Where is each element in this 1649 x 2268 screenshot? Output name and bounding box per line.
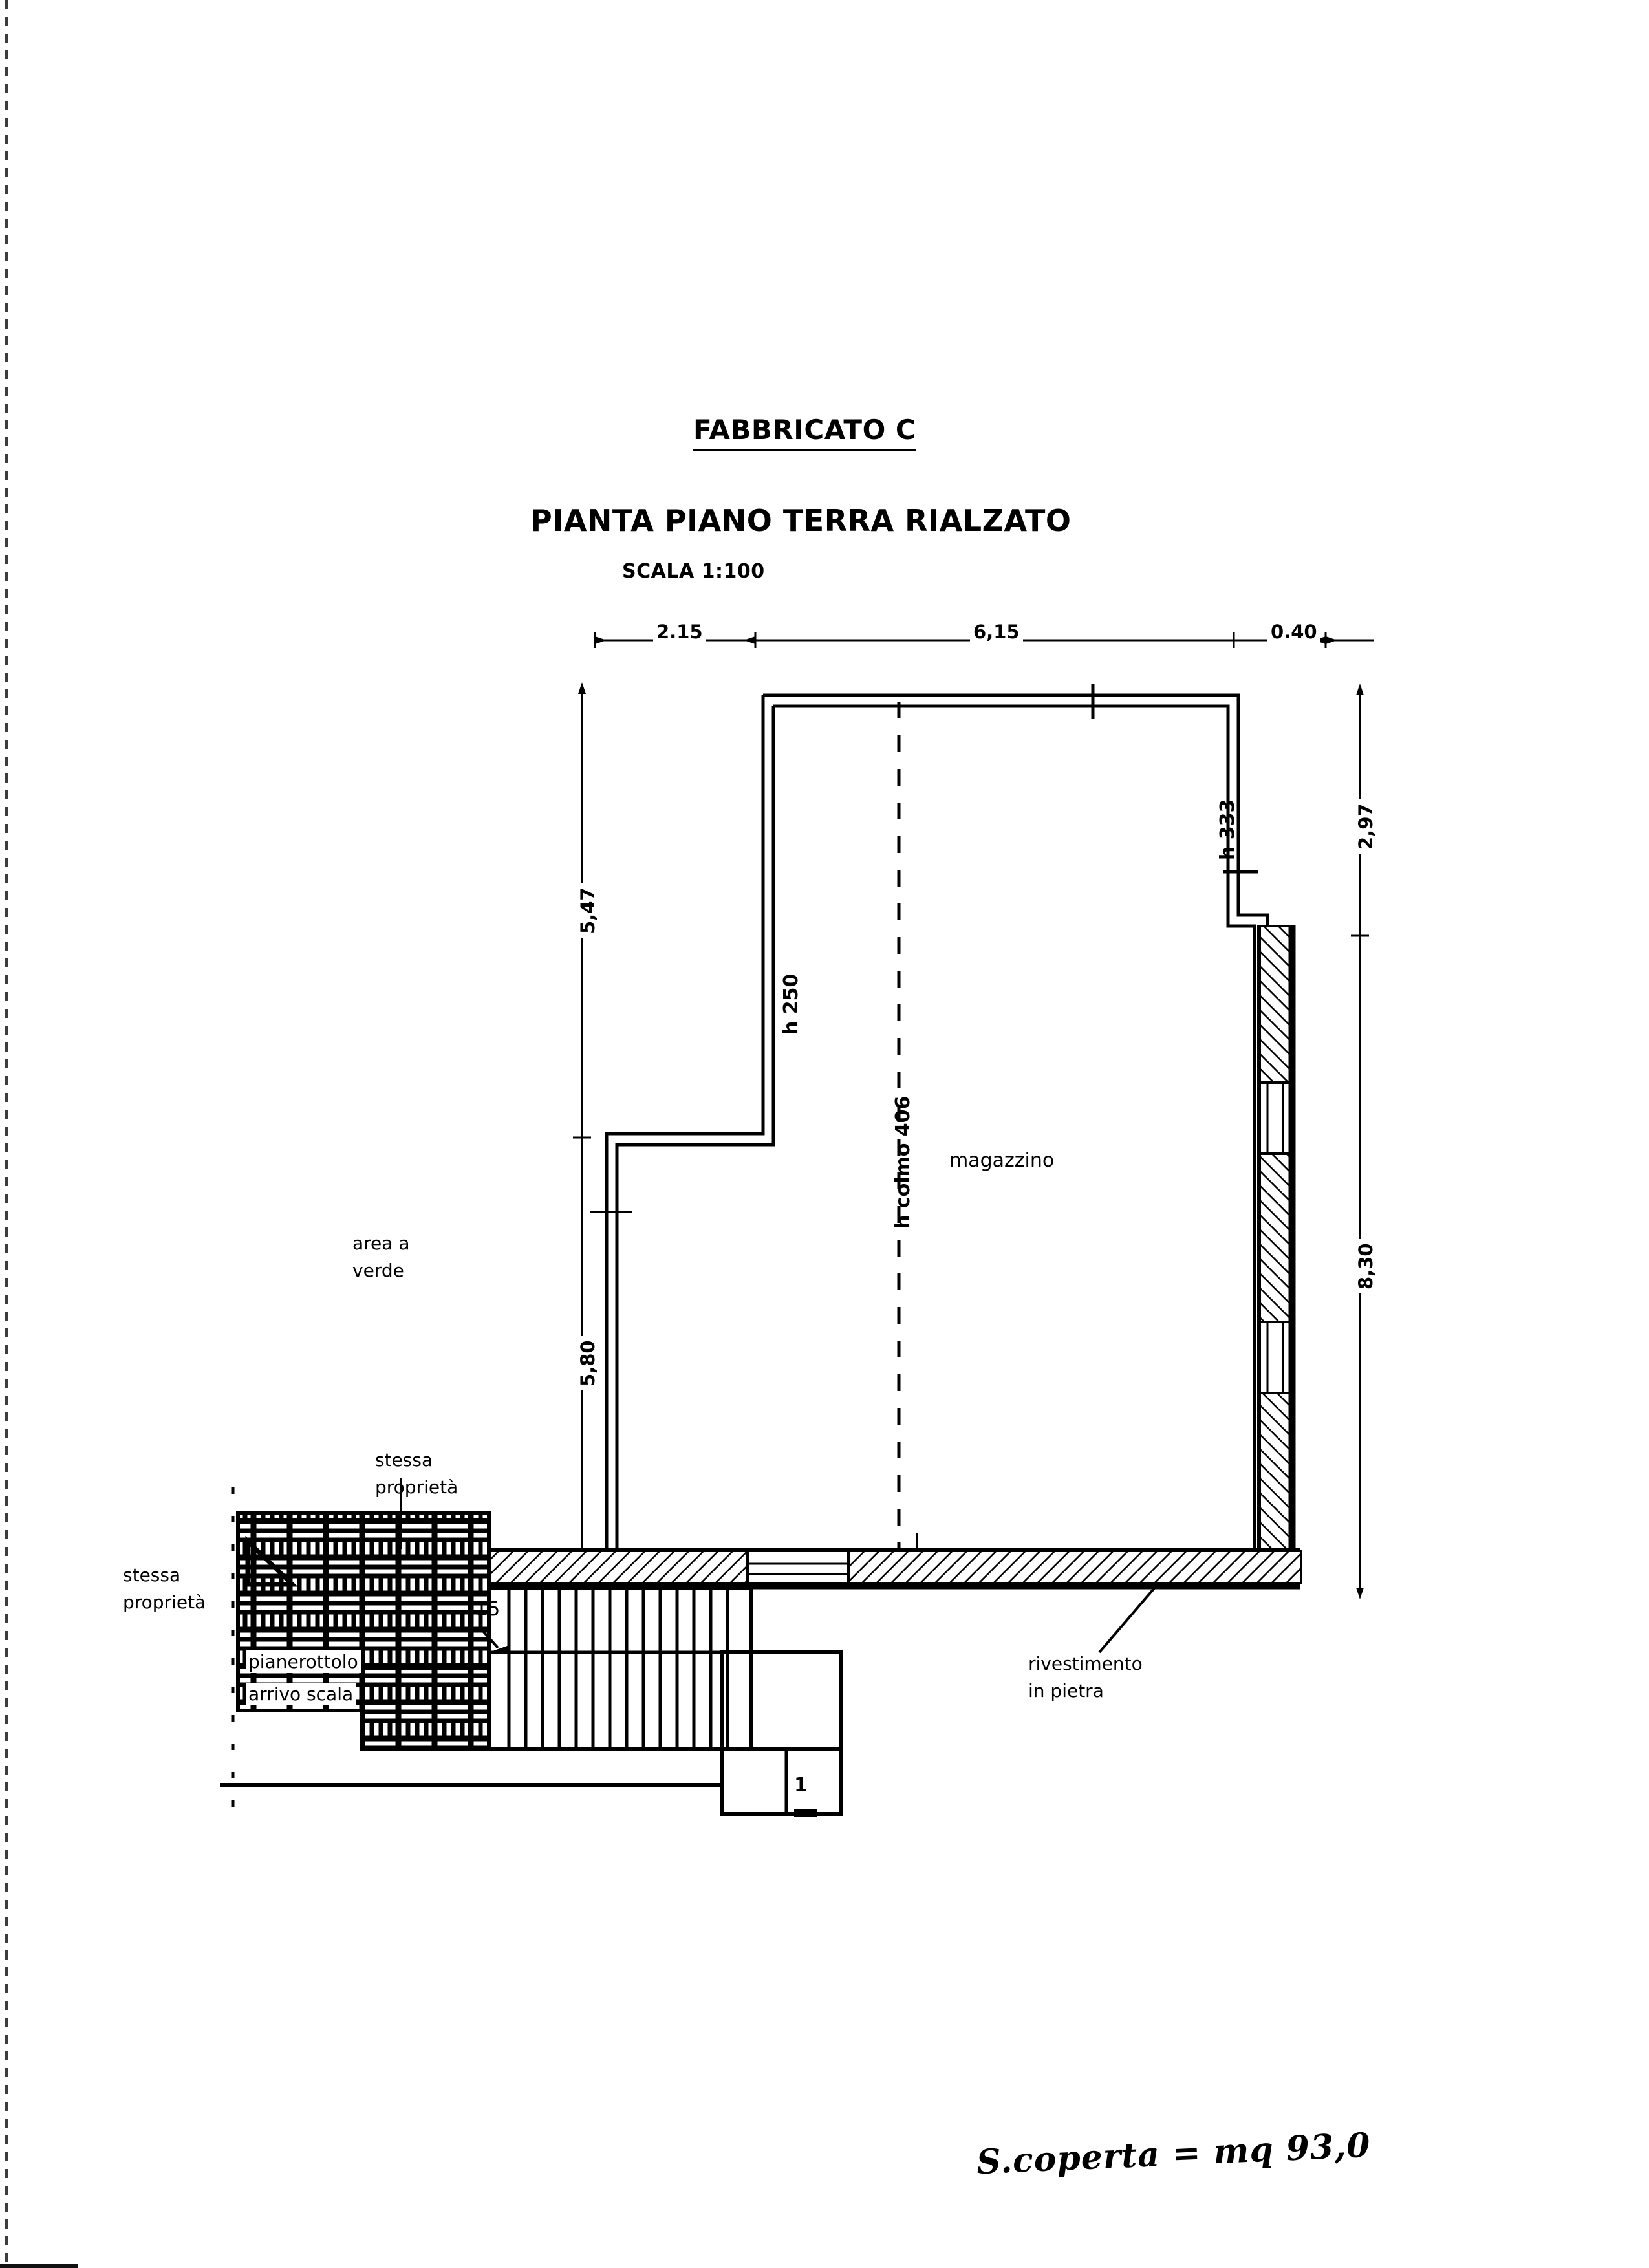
- dimension-top-3: 0.40: [1267, 621, 1320, 643]
- area-green-label-line1: area a: [352, 1233, 410, 1254]
- building-title: FABBRICATO C: [693, 414, 916, 451]
- dimension-left-1: 5,47: [577, 883, 599, 938]
- height-label-right-wall: h 333: [1216, 799, 1239, 860]
- same-property-left-line1: stessa: [123, 1564, 181, 1586]
- room-label-magazzino: magazzino: [949, 1149, 1055, 1172]
- scale-label: SCALA 1:100: [622, 560, 765, 583]
- ridge-height-label: h colmo 406: [892, 1096, 914, 1229]
- dimension-line-left: [573, 682, 632, 1560]
- paved-landing: [236, 1511, 491, 1751]
- scan-artifact-bottom-edge: [0, 2264, 78, 2268]
- stair-step-number-top: 15: [475, 1598, 501, 1621]
- landing-label-line2: arrivo scala: [246, 1683, 356, 1705]
- plan-title: PIANTA PIANO TERRA RIALZATO: [530, 503, 1072, 538]
- area-green-label-line2: verde: [352, 1260, 404, 1281]
- scan-artifact-left-edge: [5, 0, 8, 2268]
- height-label-left-wall: h 250: [780, 973, 803, 1035]
- leader-lines: [400, 1478, 1159, 1654]
- right-stone-wall: [1257, 925, 1296, 1588]
- same-property-top-line1: stessa: [375, 1449, 433, 1471]
- bottom-wall: [485, 1533, 1302, 1590]
- landing-label-line1: pianerottolo: [246, 1650, 361, 1673]
- dimension-top-2: 6,15: [970, 621, 1023, 643]
- stone-cladding-label-line2: in pietra: [1028, 1680, 1104, 1701]
- dimension-top-1: 2.15: [653, 621, 706, 643]
- left-wall-outline: [605, 695, 775, 1568]
- stair-step-number-bottom: 1: [794, 1774, 808, 1797]
- same-property-top-line2: proprietà: [375, 1476, 458, 1498]
- same-property-left-line2: proprietà: [123, 1592, 206, 1613]
- building-outline: [763, 693, 1269, 1570]
- dimension-right-1: 2,97: [1355, 799, 1377, 854]
- handwritten-area-note: S.coperta = mq 93,0: [975, 2125, 1372, 2183]
- stone-cladding-label-line1: rivestimento: [1028, 1653, 1143, 1674]
- dimension-right-2: 8,30: [1355, 1239, 1377, 1293]
- dimension-left-2: 5,80: [577, 1336, 599, 1390]
